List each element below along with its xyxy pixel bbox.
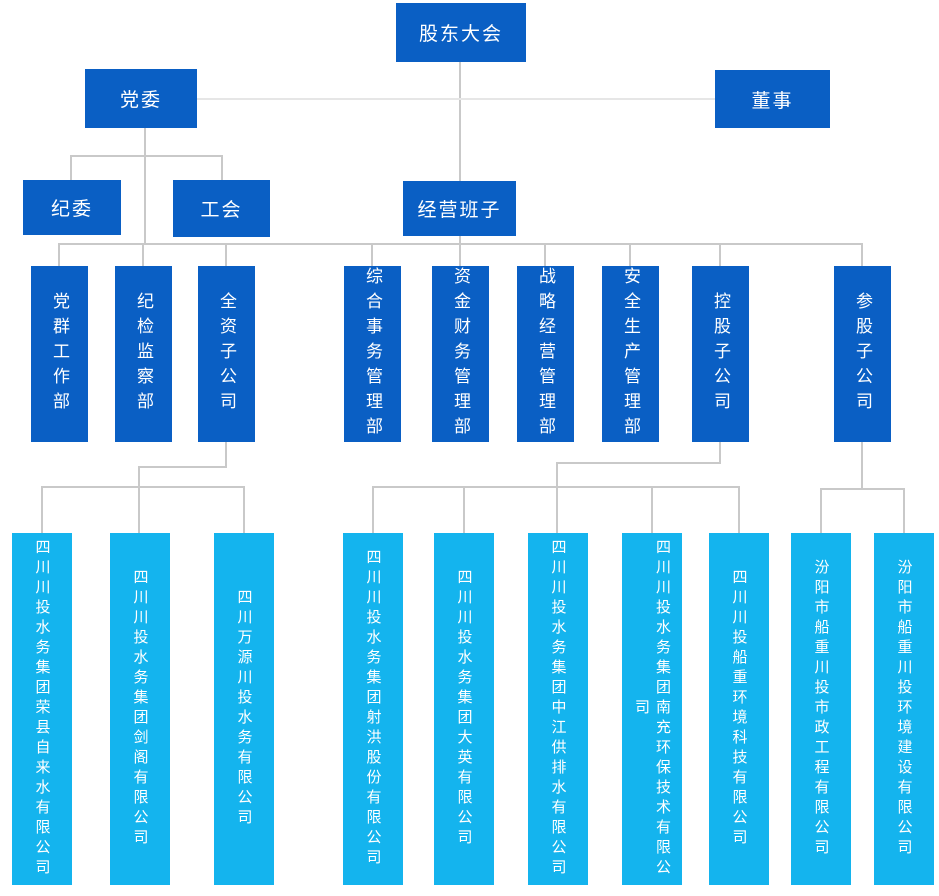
node-finance-dept: 资金财务管理部 [432, 266, 489, 442]
node-label: 经营班子 [417, 200, 502, 221]
node-label: 安全生产管理部 [621, 266, 640, 442]
node-labor-union: 工会 [173, 180, 270, 237]
node-label: 全资子公司 [217, 291, 236, 417]
node-label: 四川川投水务集团剑阁有限公司 [131, 569, 149, 849]
node-label: 四川川投水务集团射洪股份有限公司 [364, 549, 382, 869]
connector-line [58, 243, 60, 266]
connector-line [144, 128, 146, 244]
connector-line [41, 486, 245, 488]
connector-line [459, 62, 461, 181]
node-label: 控股子公司 [711, 291, 730, 417]
connector-line [372, 486, 374, 533]
node-company-shehong: 四川川投水务集团射洪股份有限公司 [343, 533, 403, 885]
node-company-chuanzhong-env-tech: 四川川投船重环境科技有限公司 [709, 533, 769, 885]
node-label: 四川川投水务集团大英有限公司 [455, 569, 473, 849]
connector-line [719, 243, 721, 266]
node-label: 汾阳市船重川投市政工程有限公司 [812, 559, 830, 859]
node-director: 董事 [715, 70, 830, 128]
connector-line [738, 486, 740, 533]
connector-line [651, 486, 653, 533]
connector-line [221, 155, 223, 180]
connector-line [903, 488, 905, 534]
node-equity-participation-subsidiaries: 参股子公司 [834, 266, 891, 442]
node-holding-subsidiaries: 控股子公司 [692, 266, 749, 442]
connector-line [41, 486, 43, 533]
connector-line [719, 442, 721, 464]
node-label: 参股子公司 [853, 291, 872, 417]
node-company-jiange: 四川川投水务集团剑阁有限公司 [110, 533, 170, 885]
node-label: 董事 [751, 90, 794, 112]
node-company-nanchong-env: 四川川投水务集团南充环保技术有限公司 [622, 533, 682, 885]
node-wholly-owned-subsidiaries: 全资子公司 [198, 266, 255, 442]
node-company-zhongjiang: 四川川投水务集团中江供排水有限公司 [528, 533, 588, 885]
connector-line [820, 488, 822, 534]
connector-line [371, 243, 373, 266]
connector-line [556, 486, 558, 533]
node-management-team: 经营班子 [403, 181, 516, 236]
connector-line [556, 462, 721, 464]
node-label: 工会 [200, 200, 243, 221]
connector-line [138, 486, 140, 533]
node-label: 党群工作部 [50, 291, 69, 417]
node-company-rongxian-water: 四川川投水务集团荣县自来水有限公司 [12, 533, 72, 885]
node-label: 股东大会 [418, 24, 503, 45]
node-company-wanyuan: 四川万源川投水务有限公司 [214, 533, 274, 885]
node-label: 纪检监察部 [134, 291, 153, 417]
connector-line [70, 155, 223, 157]
node-company-fenyang-municipal: 汾阳市船重川投市政工程有限公司 [791, 533, 851, 885]
node-label: 汾阳市船重川投环境建设有限公司 [895, 559, 913, 859]
node-party-mass-work-dept: 党群工作部 [31, 266, 88, 442]
node-company-fenyang-env-construction: 汾阳市船重川投环境建设有限公司 [874, 533, 934, 885]
node-label: 四川川投船重环境科技有限公司 [730, 569, 748, 849]
node-label: 四川川投水务集团荣县自来水有限公司 [33, 539, 51, 879]
node-company-daying: 四川川投水务集团大英有限公司 [434, 533, 494, 885]
connector-line [70, 155, 72, 182]
node-label: 综合事务管理部 [363, 266, 382, 442]
node-general-affairs-dept: 综合事务管理部 [344, 266, 401, 442]
node-label: 四川川投水务集团中江供排水有限公司 [549, 539, 567, 879]
node-label: 四川万源川投水务有限公司 [235, 589, 253, 829]
node-label: 四川川投水务集团南充环保技术有限公司 [633, 539, 671, 879]
node-label: 党委 [119, 90, 162, 111]
connector-line [544, 243, 546, 266]
connector-line [820, 488, 905, 490]
connector-line [243, 486, 245, 533]
connector-line [861, 243, 863, 266]
node-shareholders-meeting: 股东大会 [396, 3, 526, 62]
node-discipline-inspection-dept: 纪检监察部 [115, 266, 172, 442]
node-label: 纪委 [50, 199, 93, 220]
connector-line [861, 442, 863, 489]
connector-line [225, 243, 227, 266]
connector-line [459, 236, 461, 245]
connector-line [225, 442, 227, 468]
node-label: 资金财务管理部 [451, 266, 470, 442]
node-safety-production-dept: 安全生产管理部 [602, 266, 659, 442]
node-discipline-committee: 纪委 [23, 180, 121, 235]
connector-line [197, 98, 715, 100]
connector-line [459, 243, 461, 266]
connector-line [629, 243, 631, 266]
connector-line [556, 462, 558, 487]
connector-line [138, 466, 227, 468]
connector-line [142, 243, 144, 266]
node-party-committee: 党委 [85, 69, 197, 128]
node-label: 战略经营管理部 [536, 266, 555, 442]
connector-line [138, 466, 140, 487]
connector-line [463, 486, 465, 533]
node-strategic-operations-dept: 战略经营管理部 [517, 266, 574, 442]
